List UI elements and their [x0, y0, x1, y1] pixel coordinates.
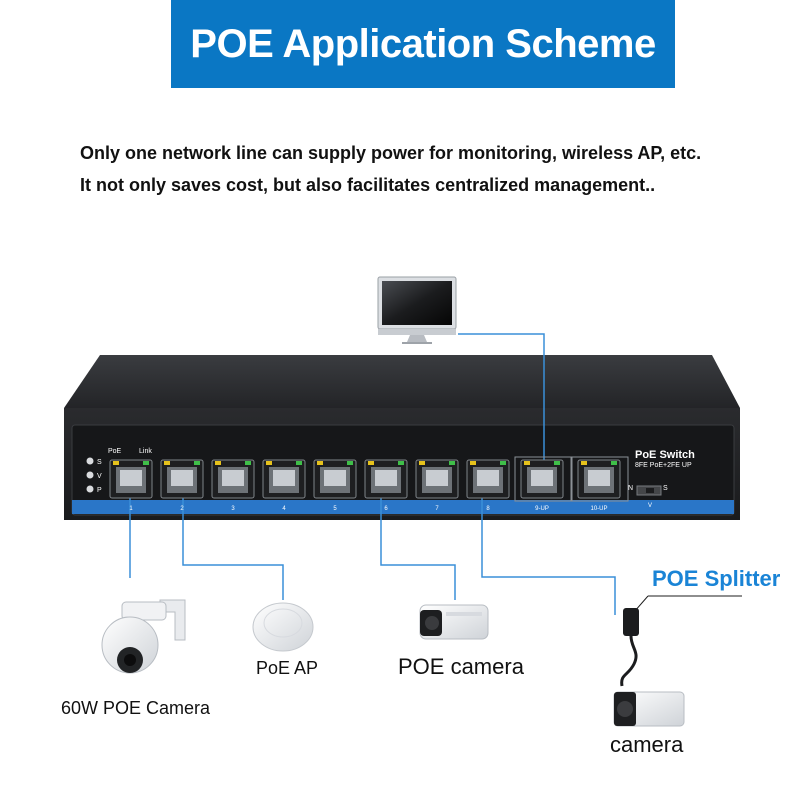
poe-led-label: PoE [108, 448, 122, 455]
uplink-port-9-poe-led [524, 461, 530, 465]
poe-port-3-poe-led [215, 461, 221, 465]
ptz-camera-label: 60W POE Camera [61, 698, 211, 718]
poe-port-6-contacts [375, 470, 397, 486]
poe-port-8-contacts [477, 470, 499, 486]
poe-splitter-label: POE Splitter [652, 566, 781, 591]
port-number-3: 3 [231, 506, 235, 512]
ptz-camera-icon [101, 599, 186, 674]
camera-label: camera [610, 732, 684, 757]
uplink-port-9-contacts [531, 470, 553, 486]
uplink-port-9-link-led [554, 461, 560, 465]
poe-camera-label: POE camera [398, 654, 524, 679]
poe-port-2-poe-led [164, 461, 170, 465]
camera-icon [613, 691, 685, 727]
poe-port-7-link-led [449, 461, 455, 465]
monitor-icon [377, 276, 457, 344]
poe-port-6-link-led [398, 461, 404, 465]
poe-port-5-contacts [324, 470, 346, 486]
uplink-frame-2 [571, 456, 629, 502]
mode-switch-n-label: N [628, 485, 634, 492]
status-led-label-s: S [97, 459, 102, 466]
description-line-2: It not only saves cost, but also facilit… [80, 175, 656, 195]
poe-ap-icon [252, 602, 314, 652]
uplink-port-10-poe-led [581, 461, 587, 465]
poe-port-2-link-led [194, 461, 200, 465]
page-title: POE Application Scheme [190, 21, 656, 66]
poe-port-1-link-led [143, 461, 149, 465]
status-led-p [86, 485, 94, 493]
v-stripe-label: V [648, 503, 653, 509]
poe-port-5-poe-led [317, 461, 323, 465]
poe-port-4-contacts [273, 470, 295, 486]
status-led-label-v: V [97, 473, 102, 480]
uplink-port-10-contacts [588, 470, 610, 486]
switch-brand: PoE Switch [635, 449, 695, 461]
uplink-label-10: 10-UP [590, 506, 607, 512]
poe-port-8-poe-led [470, 461, 476, 465]
port-number-6: 6 [384, 506, 388, 512]
poe-port-2-contacts [171, 470, 193, 486]
port-number-stripe [72, 500, 734, 514]
mode-toggle-knob [646, 488, 654, 493]
switch-model: 8FE PoE+2FE UP [635, 462, 692, 469]
poe-camera-icon [419, 604, 489, 640]
poe-port-6-poe-led [368, 461, 374, 465]
uplink-port-10-link-led [611, 461, 617, 465]
port-number-1: 1 [129, 506, 133, 512]
poe-port-5-link-led [347, 461, 353, 465]
poe-ap-label: PoE AP [256, 658, 319, 678]
status-led-s [86, 457, 94, 465]
poe-port-7-poe-led [419, 461, 425, 465]
port-number-2: 2 [180, 506, 184, 512]
status-led-v [86, 471, 94, 479]
poe-splitter-icon [620, 595, 742, 687]
uplink-label-9: 9-UP [535, 506, 549, 512]
port-number-4: 4 [282, 506, 286, 512]
poe-port-1-poe-led [113, 461, 119, 465]
poe-port-3-link-led [245, 461, 251, 465]
port-number-5: 5 [333, 506, 337, 512]
uplink-frame-1 [514, 456, 572, 502]
poe-port-4-poe-led [266, 461, 272, 465]
port-number-7: 7 [435, 506, 439, 512]
poe-port-1-contacts [120, 470, 142, 486]
mode-switch-s-label: S [663, 485, 668, 492]
port-number-8: 8 [486, 506, 490, 512]
poe-port-7-contacts [426, 470, 448, 486]
poe-port-3-contacts [222, 470, 244, 486]
poe-port-8-link-led [500, 461, 506, 465]
poe-port-4-link-led [296, 461, 302, 465]
title-banner: POE Application Scheme [171, 0, 675, 88]
status-led-label-p: P [97, 487, 102, 494]
description-line-1: Only one network line can supply power f… [80, 143, 702, 163]
link-led-label: Link [139, 448, 152, 455]
